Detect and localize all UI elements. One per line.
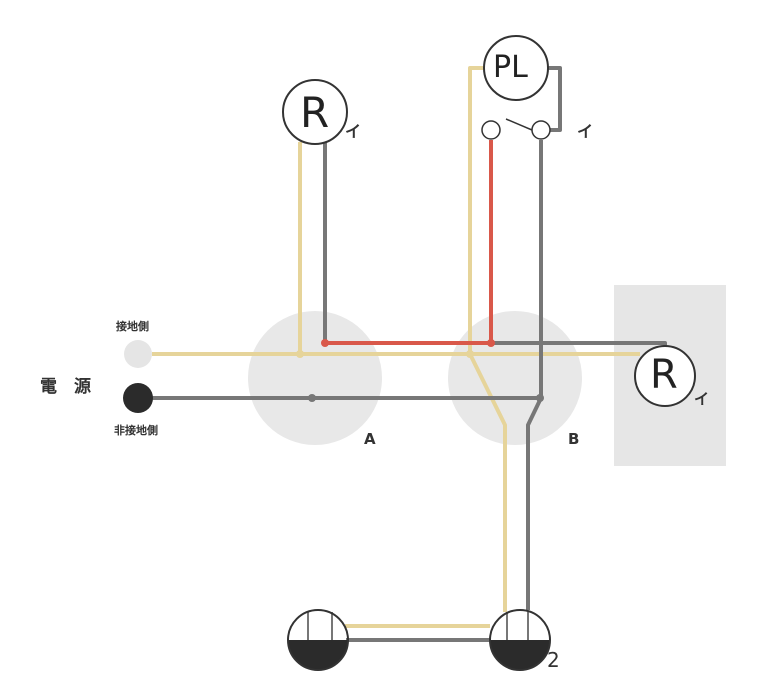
lamp-top-icon: [282, 79, 348, 145]
junction-dot: [487, 339, 495, 347]
gray-wire-pl: [548, 66, 562, 132]
junction-dot: [321, 339, 329, 347]
grounded-terminal: [124, 340, 152, 368]
lamp-right-icon: [634, 345, 696, 407]
power-label: 電 源: [40, 377, 91, 397]
ungrounded-terminal: [123, 383, 153, 413]
lamp-right-tag: イ: [694, 390, 710, 408]
outlet-right-icon: [489, 609, 551, 671]
pilot-lamp-icon: [483, 35, 549, 101]
box-b-label: B: [568, 430, 580, 448]
junction-box-a: [248, 311, 382, 445]
outlet-left-icon: [287, 609, 349, 671]
gray-wire-switch: [526, 140, 543, 610]
switch-tag: イ: [577, 122, 594, 141]
lamp-top-symbol: R: [300, 88, 330, 137]
switch-terminal: [481, 120, 501, 140]
grounded-label: 接地側: [116, 320, 149, 333]
junction-dot: [536, 394, 544, 402]
switch-terminal: [531, 120, 551, 140]
ungrounded-label: 非接地側: [114, 424, 158, 437]
lamp-top-tag: イ: [345, 122, 362, 141]
switch-lever-icon: [505, 118, 533, 131]
junction-dot: [466, 350, 474, 358]
junction-dot: [296, 350, 304, 358]
outlet-count: 2: [547, 648, 560, 672]
box-a-label: A: [364, 430, 376, 448]
pilot-lamp-symbol: PL: [493, 50, 528, 85]
lamp-right-symbol: R: [650, 352, 678, 398]
junction-dot: [308, 394, 316, 402]
